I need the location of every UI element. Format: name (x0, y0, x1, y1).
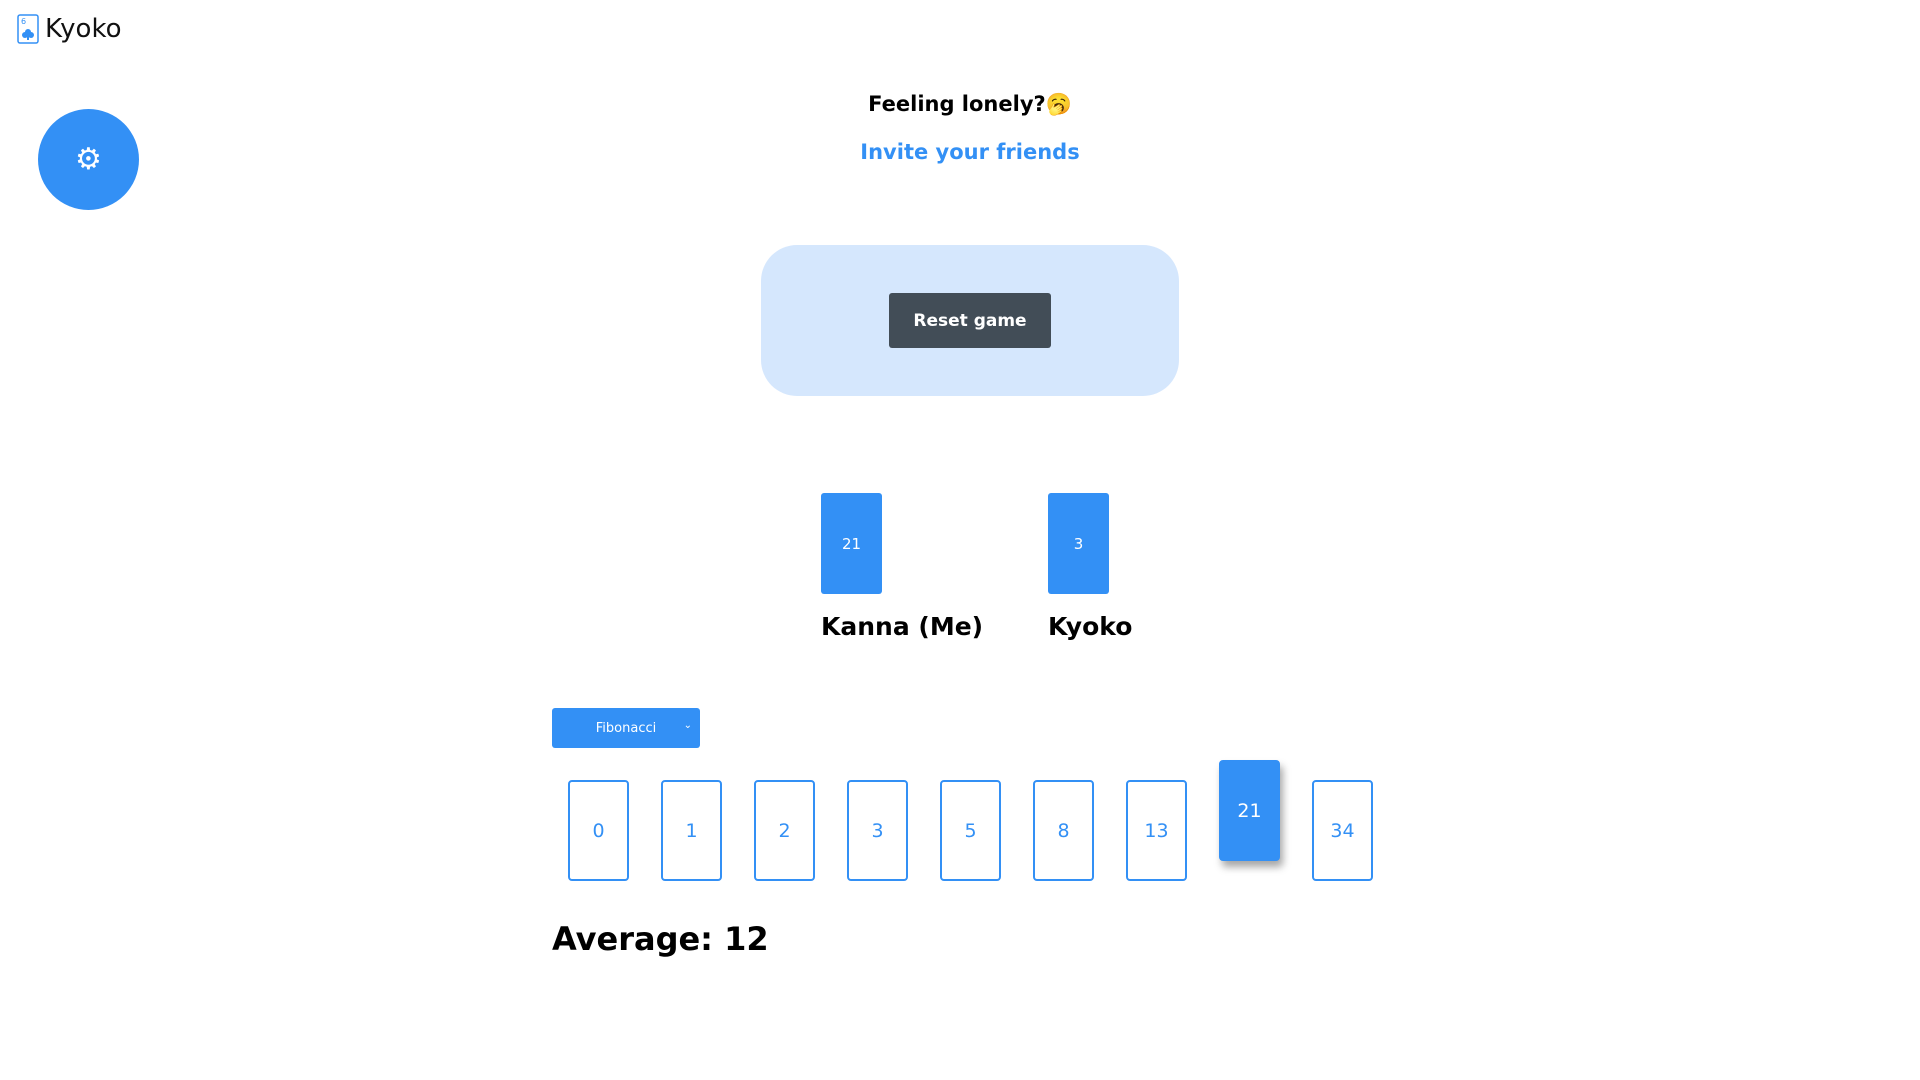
playing-card-icon: 6 (17, 14, 39, 44)
app-header: 6 Kyoko (17, 14, 122, 44)
player-card: 3 (1048, 493, 1109, 594)
gear-icon: ⚙ (75, 142, 102, 177)
deck-type-value: Fibonacci (595, 720, 657, 736)
player-name: Kanna (Me) (821, 612, 984, 641)
card-8[interactable]: 8 (1033, 780, 1094, 881)
card-3[interactable]: 3 (847, 780, 908, 881)
player-name: Kyoko (1048, 612, 1133, 641)
chevron-down-icon: ⌄ (683, 720, 692, 731)
card-13[interactable]: 13 (1126, 780, 1187, 881)
player-kanna: 21 Kanna (Me) (821, 493, 983, 641)
invite-friends-link[interactable]: Invite your friends (860, 140, 1080, 164)
app-title[interactable]: Kyoko (45, 14, 122, 44)
settings-button[interactable]: ⚙ (38, 109, 139, 210)
card-2[interactable]: 2 (754, 780, 815, 881)
average-result: Average: 12 (552, 920, 769, 958)
card-1[interactable]: 1 (661, 780, 722, 881)
card-34[interactable]: 34 (1312, 780, 1373, 881)
player-kyoko: 3 Kyoko (1048, 493, 1132, 641)
card-21-selected[interactable]: 21 (1219, 760, 1280, 861)
svg-text:6: 6 (21, 17, 26, 26)
lonely-text: Feeling lonely?🥱 (868, 92, 1072, 116)
card-0[interactable]: 0 (568, 780, 629, 881)
reset-game-button[interactable]: Reset game (889, 293, 1051, 348)
deck-type-select[interactable]: Fibonacci ⌄ (552, 708, 700, 748)
player-card: 21 (821, 493, 882, 594)
card-5[interactable]: 5 (940, 780, 1001, 881)
